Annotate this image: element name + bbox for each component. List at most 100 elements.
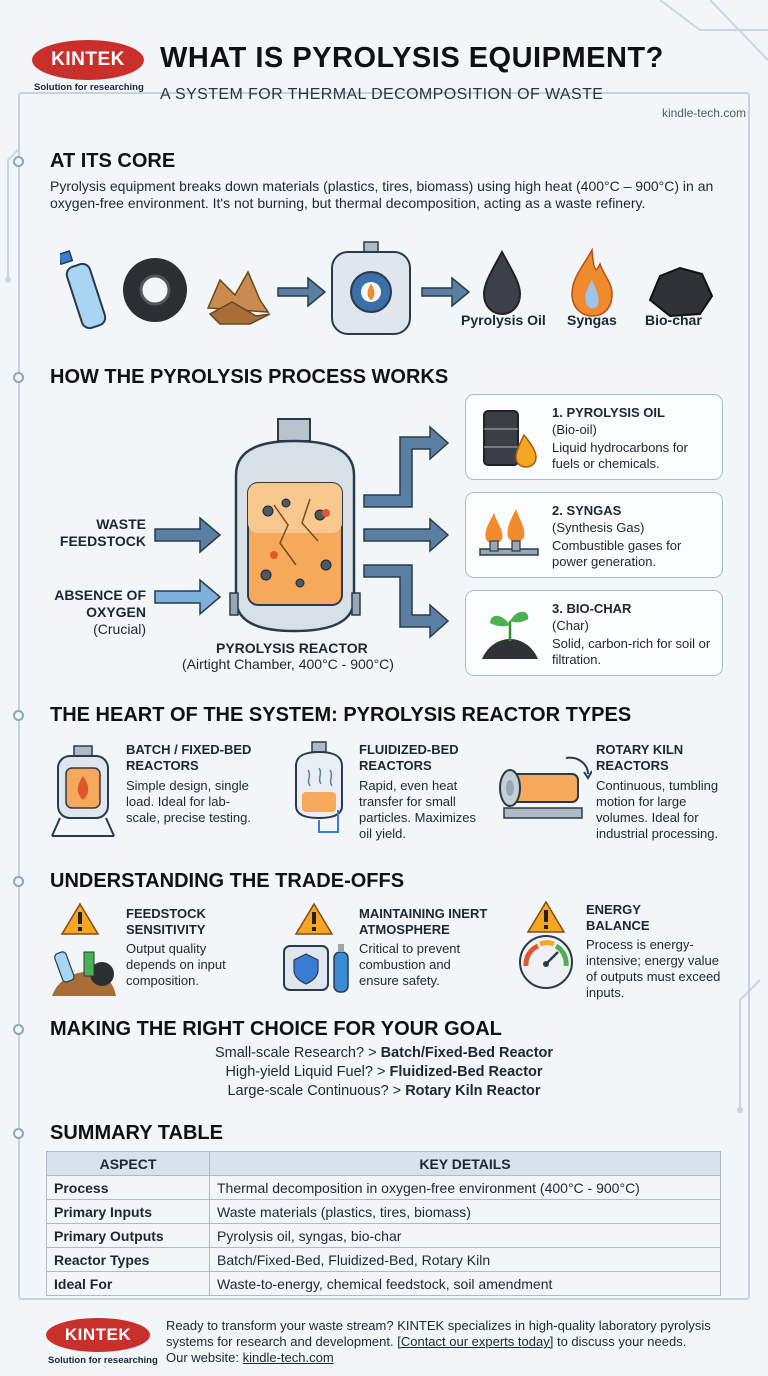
- feedstock-warning-icon: [52, 902, 116, 996]
- tradeoff-feedstock-desc: Output quality depends on input composit…: [126, 941, 226, 988]
- reactor-batch-title: BATCH / FIXED-BED REACTORS: [126, 742, 252, 773]
- output-oil-title: 1. PYROLYSIS OIL: [552, 405, 665, 420]
- core-output-biochar: Bio-char: [645, 312, 702, 328]
- output-biochar-desc: Solid, carbon-rich for soil or filtratio…: [552, 636, 711, 667]
- section-choice-heading: MAKING THE RIGHT CHOICE FOR YOUR GOAL: [50, 1018, 502, 1040]
- arrow-right-icon: [154, 516, 222, 554]
- choice-line-liquid-fuel: High-yield Liquid Fuel? > Fluidized-Bed …: [225, 1064, 543, 1080]
- arrow-output-oil-icon: [363, 425, 450, 508]
- content-frame: [18, 92, 750, 1300]
- choice-line-research: Small-scale Research? > Batch/Fixed-Bed …: [214, 1045, 554, 1061]
- core-output-syngas: Syngas: [567, 312, 617, 328]
- table-header-aspect: ASPECT: [46, 1151, 210, 1176]
- section-core-heading: AT ITS CORE: [50, 150, 176, 172]
- tradeoff-energy-desc: Process is energy-intensive; energy valu…: [586, 937, 721, 1000]
- page-subtitle: A SYSTEM FOR THERMAL DECOMPOSITION OF WA…: [160, 86, 604, 103]
- footer-website-link[interactable]: kindle-tech.com: [242, 1350, 334, 1365]
- reactor-fluidized-desc: Rapid, even heat transfer for small part…: [359, 778, 477, 841]
- input-waste-feedstock: WASTE FEEDSTOCK: [59, 516, 146, 549]
- table-cell: Ideal For: [46, 1271, 210, 1296]
- choice-line-continuous: Large-scale Continuous? > Rotary Kiln Re…: [227, 1083, 541, 1099]
- tradeoff-inert-desc: Critical to prevent combustion and ensur…: [359, 941, 461, 988]
- reactor-rotary-title: ROTARY KILN REACTORS: [596, 742, 684, 773]
- core-flow-diagram: [60, 241, 714, 335]
- section-reactors-heading: THE HEART OF THE SYSTEM: PYROLYSIS REACT…: [50, 704, 632, 726]
- section-dot: [13, 710, 24, 721]
- arrow-right-icon: [277, 276, 327, 308]
- plastic-bottle-icon: [60, 250, 107, 330]
- section-dot: [13, 1128, 24, 1139]
- table-cell: Primary Outputs: [46, 1223, 210, 1248]
- output-biochar-title: 3. BIO-CHAR: [552, 601, 632, 616]
- oil-drop-icon: [482, 249, 522, 316]
- output-biochar-alt: (Char): [552, 618, 589, 633]
- output-syngas-desc: Combustible gases for power generation.: [552, 538, 682, 569]
- output-syngas-alt: (Synthesis Gas): [552, 520, 645, 535]
- kintek-logo: KINTEK: [32, 40, 144, 80]
- section-dot: [13, 1024, 24, 1035]
- output-card-oil: 1. PYROLYSIS OIL (Bio-oil) Liquid hydroc…: [465, 394, 723, 480]
- rotary-kiln-icon: [499, 756, 592, 819]
- reactor-gear-icon: [331, 241, 411, 335]
- section-dot: [13, 876, 24, 887]
- page-title: WHAT IS PYROLYSIS EQUIPMENT?: [160, 42, 664, 74]
- energy-gauge-icon: [519, 900, 573, 989]
- contact-experts-link[interactable]: [Contact our experts today]: [397, 1334, 554, 1349]
- table-header-row: ASPECT KEY DETAILS: [46, 1151, 721, 1176]
- arrow-right-icon: [154, 578, 222, 616]
- sprout-soil-icon: [482, 611, 538, 659]
- output-oil-alt: (Bio-oil): [552, 422, 597, 437]
- table-cell: Pyrolysis oil, syngas, bio-char: [209, 1223, 721, 1248]
- section-process-heading: HOW THE PYROLYSIS PROCESS WORKS: [50, 366, 449, 388]
- reactor-rotary-desc: Continuous, tumbling motion for large vo…: [596, 778, 719, 841]
- output-card-syngas: 2. SYNGAS (Synthesis Gas) Combustible ga…: [465, 492, 723, 578]
- section-dot: [13, 372, 24, 383]
- fluidized-bed-icon: [295, 741, 343, 833]
- table-cell: Batch/Fixed-Bed, Fluidized-Bed, Rotary K…: [209, 1247, 721, 1272]
- reactor-fluidized-title: FLUIDIZED-BED REACTORS: [359, 742, 459, 773]
- reactor-label: PYROLYSIS REACTOR: [216, 640, 368, 656]
- oil-barrel-icon: [483, 410, 537, 468]
- arrow-output-syngas-icon: [363, 517, 450, 553]
- tradeoff-inert-title: MAINTAINING INERT ATMOSPHERE: [359, 906, 488, 937]
- table-header-details: KEY DETAILS: [209, 1151, 721, 1176]
- table-cell: Thermal decomposition in oxygen-free env…: [209, 1175, 721, 1200]
- arrow-output-biochar-icon: [363, 564, 450, 639]
- process-reactor-diagram: [154, 418, 450, 639]
- tire-icon: [123, 258, 187, 322]
- inert-atmosphere-icon: [283, 902, 349, 993]
- logo-tagline: Solution for researching: [34, 82, 144, 93]
- biomass-icon: [206, 270, 271, 325]
- section-tradeoffs-heading: UNDERSTANDING THE TRADE-OFFS: [50, 870, 405, 892]
- section-dot: [13, 156, 24, 167]
- reactor-note: (Airtight Chamber, 400°C - 900°C): [182, 656, 394, 672]
- tradeoff-feedstock-title: FEEDSTOCK SENSITIVITY: [126, 906, 206, 937]
- output-syngas-title: 2. SYNGAS: [552, 503, 622, 518]
- arrow-right-icon: [421, 276, 471, 308]
- footer-cta: Ready to transform your waste stream? KI…: [166, 1318, 711, 1365]
- input-oxygen-note: (Crucial): [93, 621, 146, 637]
- output-oil-desc: Liquid hydrocarbons for fuels or chemica…: [552, 440, 688, 471]
- table-cell: Reactor Types: [46, 1247, 210, 1272]
- logo-tagline-footer: Solution for researching: [48, 1355, 158, 1366]
- gas-burner-icon: [479, 509, 539, 556]
- tradeoff-energy-title: ENERGY BALANCE: [586, 902, 650, 933]
- site-url[interactable]: kindle-tech.com: [661, 106, 746, 120]
- section-summary-heading: SUMMARY TABLE: [50, 1122, 223, 1144]
- reactor-batch-desc: Simple design, single load. Ideal for la…: [126, 778, 252, 825]
- kintek-logo-footer: KINTEK: [46, 1318, 150, 1352]
- core-description: Pyrolysis equipment breaks down material…: [50, 178, 714, 211]
- table-cell: Process: [46, 1175, 210, 1200]
- table-cell: Primary Inputs: [46, 1199, 210, 1224]
- table-cell: Waste-to-energy, chemical feedstock, soi…: [209, 1271, 721, 1296]
- output-card-biochar: 3. BIO-CHAR (Char) Solid, carbon-rich fo…: [465, 590, 723, 676]
- batch-reactor-icon: [51, 745, 115, 837]
- table-cell: Waste materials (plastics, tires, biomas…: [209, 1199, 721, 1224]
- biochar-icon: [648, 266, 714, 318]
